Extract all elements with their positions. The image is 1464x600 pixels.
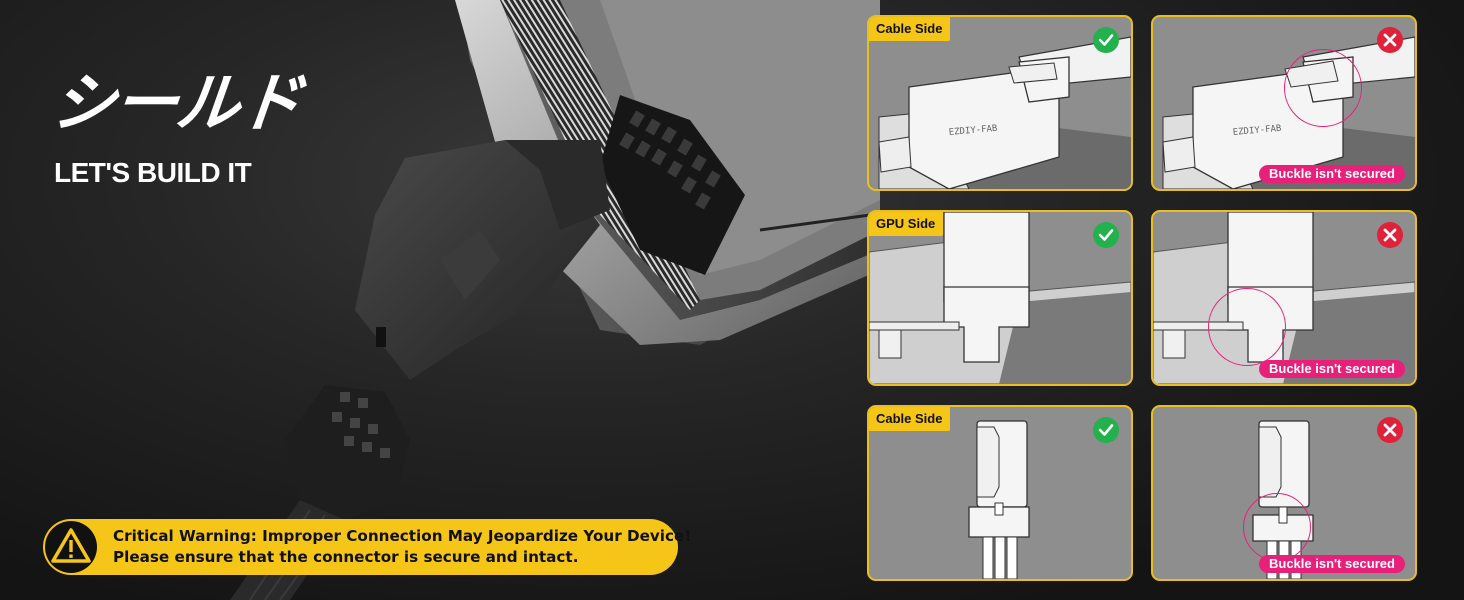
- check-icon: [1093, 222, 1119, 248]
- svg-text:EZDIY-FAB: EZDIY-FAB: [1232, 124, 1281, 138]
- panel-gpu-side-correct: GPU Side: [867, 210, 1133, 386]
- warning-text: Critical Warning: Improper Connection Ma…: [99, 526, 691, 568]
- check-icon: [1093, 27, 1119, 53]
- highlight-circle: [1284, 49, 1362, 127]
- panel-label: Cable Side: [869, 407, 951, 431]
- warning-icon: [43, 519, 99, 575]
- check-icon: [1093, 417, 1119, 443]
- warning-line-2: Please ensure that the connector is secu…: [113, 548, 579, 566]
- warning-banner: Critical Warning: Improper Connection Ma…: [43, 519, 691, 575]
- warning-line-1: Critical Warning: Improper Connection Ma…: [113, 527, 692, 545]
- error-badge: Buckle isn't secured: [1259, 360, 1405, 378]
- cross-icon: [1377, 417, 1403, 443]
- error-badge: Buckle isn't secured: [1259, 555, 1405, 573]
- brand-logo-text: シールド: [48, 67, 304, 141]
- panel-cable-side-incorrect: EZDIY-FAB Buckle isn't secured: [1151, 15, 1417, 191]
- tagline: LET'S BUILD IT: [54, 157, 252, 188]
- cross-icon: [1377, 27, 1403, 53]
- panel-gpu-side-incorrect: Buckle isn't secured: [1151, 210, 1417, 386]
- svg-text:EZDIY-FAB: EZDIY-FAB: [948, 124, 997, 138]
- error-badge: Buckle isn't secured: [1259, 165, 1405, 183]
- highlight-circle: [1243, 493, 1311, 561]
- panel-cable-side-side-view-incorrect: Buckle isn't secured: [1151, 405, 1417, 581]
- panel-cable-side-correct: EZDIY-FAB Cable Side: [867, 15, 1133, 191]
- cross-icon: [1377, 222, 1403, 248]
- gpu-power-socket: [600, 95, 745, 275]
- psu-connector: [285, 385, 410, 520]
- panel-cable-side-side-view-correct: Cable Side: [867, 405, 1133, 581]
- panel-label: Cable Side: [869, 17, 951, 41]
- panel-label: GPU Side: [869, 212, 944, 236]
- highlight-circle: [1208, 288, 1286, 366]
